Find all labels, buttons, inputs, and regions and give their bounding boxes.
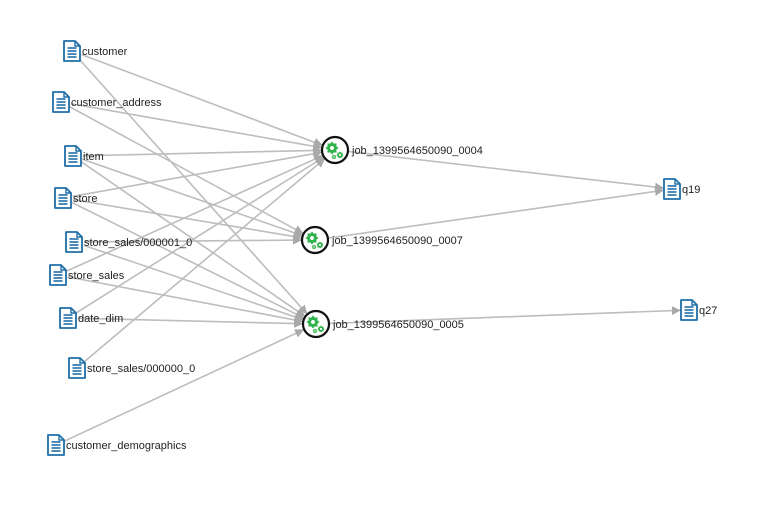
edge-job_0005-to-q27 bbox=[325, 306, 681, 325]
edge-store-to-job_0007 bbox=[72, 198, 303, 241]
edge-store-to-job_0005 bbox=[71, 201, 305, 319]
file-node-q19[interactable]: q19 bbox=[663, 178, 700, 200]
edge-customer_demographics-to-job_0005 bbox=[64, 329, 305, 442]
node-label: job_1399564650090_0005 bbox=[332, 319, 464, 331]
edge-store_sales_000001_0-to-job_0005 bbox=[83, 244, 304, 322]
node-label: q19 bbox=[682, 184, 700, 196]
node-label: date_dim bbox=[78, 313, 123, 325]
gears-icon bbox=[320, 135, 350, 165]
edge-store_sales_000001_0-to-job_0007 bbox=[83, 235, 302, 245]
file-node-customer[interactable]: customer bbox=[63, 40, 128, 62]
file-node-item[interactable]: item bbox=[64, 145, 104, 167]
node-label: store_sales bbox=[68, 270, 125, 282]
file-node-customer-demographics[interactable]: customer_demographics bbox=[47, 434, 187, 456]
document-icon bbox=[63, 40, 81, 62]
document-icon bbox=[52, 91, 70, 113]
edge-customer-to-job_0005 bbox=[78, 57, 308, 315]
edge-store-to-job_0004 bbox=[72, 149, 323, 198]
document-icon bbox=[680, 299, 698, 321]
node-label: customer_address bbox=[71, 97, 162, 109]
document-icon bbox=[47, 434, 65, 456]
document-icon bbox=[59, 307, 77, 329]
edge-date_dim-to-job_0004 bbox=[76, 156, 324, 314]
document-icon bbox=[68, 357, 86, 379]
edge-item-to-job_0007 bbox=[82, 158, 303, 237]
file-node-store-sales-000001-0[interactable]: store_sales/000001_0 bbox=[65, 231, 192, 253]
edge-item-to-job_0004 bbox=[82, 145, 322, 157]
file-node-store-sales[interactable]: store_sales bbox=[49, 264, 125, 286]
edge-date_dim-to-job_0005 bbox=[77, 317, 303, 328]
document-icon bbox=[64, 145, 82, 167]
edges-layer bbox=[64, 53, 681, 442]
node-label: q27 bbox=[699, 305, 717, 317]
edge-job_0007-to-q19 bbox=[324, 186, 664, 240]
edge-customer_address-to-job_0004 bbox=[70, 102, 323, 151]
file-node-store-sales-000000-0[interactable]: store_sales/000000_0 bbox=[68, 357, 195, 379]
node-label: item bbox=[83, 151, 104, 163]
node-label: store_sales/000001_0 bbox=[84, 237, 192, 249]
node-label: store_sales/000000_0 bbox=[87, 363, 195, 375]
edge-store_sales-to-job_0004 bbox=[66, 155, 324, 272]
file-node-q27[interactable]: q27 bbox=[680, 299, 717, 321]
node-label: customer_demographics bbox=[66, 440, 187, 452]
edge-job_0004-to-q19 bbox=[344, 150, 664, 192]
node-label: customer bbox=[82, 46, 128, 58]
edge-store_sales-to-job_0005 bbox=[67, 276, 304, 325]
job-node-job-0005[interactable]: job_1399564650090_0005 bbox=[301, 309, 464, 339]
document-icon bbox=[663, 178, 681, 200]
node-label: store bbox=[73, 193, 97, 205]
node-label: job_1399564650090_0007 bbox=[331, 235, 463, 247]
file-node-customer-address[interactable]: customer_address bbox=[52, 91, 162, 113]
document-icon bbox=[65, 231, 83, 253]
edge-customer_address-to-job_0007 bbox=[69, 106, 304, 235]
file-node-date-dim[interactable]: date_dim bbox=[59, 307, 123, 329]
document-icon bbox=[49, 264, 67, 286]
gears-icon bbox=[301, 309, 331, 339]
job-node-job-0004[interactable]: job_1399564650090_0004 bbox=[320, 135, 483, 165]
file-node-store[interactable]: store bbox=[54, 187, 97, 209]
node-label: job_1399564650090_0004 bbox=[351, 145, 483, 157]
job-node-job-0007[interactable]: job_1399564650090_0007 bbox=[300, 225, 463, 255]
document-icon bbox=[54, 187, 72, 209]
gears-icon bbox=[300, 225, 330, 255]
edge-store_sales_000000_0-to-job_0004 bbox=[84, 158, 325, 363]
edge-customer-to-job_0004 bbox=[81, 53, 323, 147]
